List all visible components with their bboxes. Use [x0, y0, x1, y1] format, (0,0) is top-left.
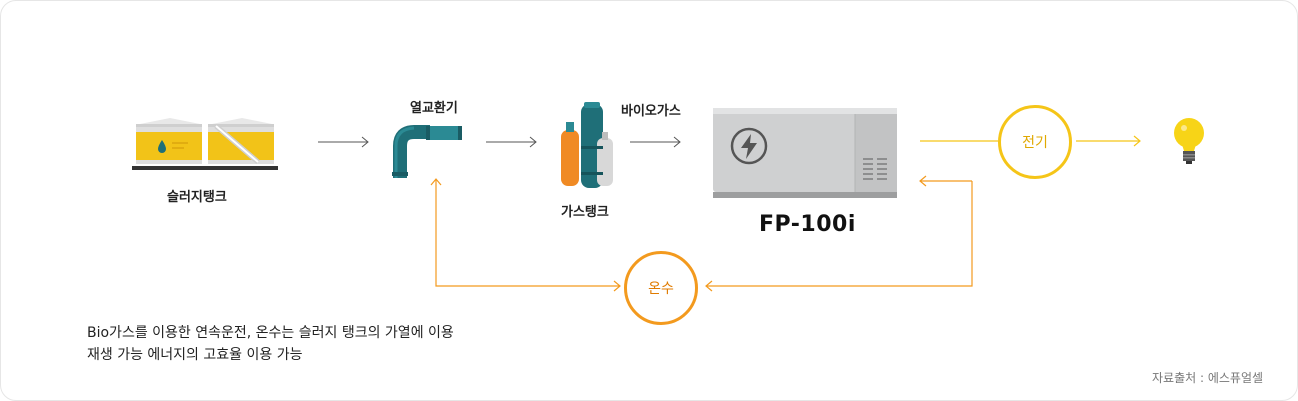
sludge-tank-icon: [132, 118, 278, 170]
arrow-right-icon: [486, 136, 537, 148]
arrow-right-icon: [318, 136, 369, 148]
description-line-1: Bio가스를 이용한 연속운전, 온수는 슬러지 탱크의 가열에 이용: [87, 325, 454, 341]
hot-water-arrowhead: [430, 178, 442, 186]
light-bulb-icon: [1174, 118, 1204, 164]
description: Bio가스를 이용한 연속운전, 온수는 슬러지 탱크의 가열에 이용 재생 가…: [87, 322, 454, 366]
hot-water-arrowhead: [613, 280, 621, 292]
hot-water-label: 온수: [648, 281, 674, 297]
source-credit: 자료출처 : 에스퓨얼셀: [1152, 371, 1264, 385]
heat-exchanger-label: 열교환기: [410, 101, 458, 116]
biogas-label: 바이오가스: [621, 104, 681, 119]
fuel-cell-generator-icon: [713, 108, 897, 198]
electricity-node: 전기: [998, 105, 1072, 179]
sludge-tank-label: 슬러지탱크: [167, 190, 227, 205]
hot-water-flow-line: [435, 179, 620, 287]
gas-tank-icon: [561, 102, 613, 188]
electricity-label: 전기: [1022, 135, 1048, 151]
hot-water-arrowhead: [919, 175, 927, 187]
description-line-2: 재생 가능 에너지의 고효율 이용 가능: [87, 347, 303, 363]
heat-exchanger-icon: [392, 125, 462, 178]
hot-water-arrowhead: [705, 280, 713, 292]
hot-water-node: 온수: [624, 251, 698, 325]
gas-tank-label: 가스탱크: [561, 205, 609, 220]
hot-water-flow-line: [706, 181, 973, 287]
generator-model-label: FP-100i: [759, 212, 856, 237]
arrow-right-icon: [630, 136, 681, 148]
electricity-arrowhead: [1133, 135, 1141, 147]
